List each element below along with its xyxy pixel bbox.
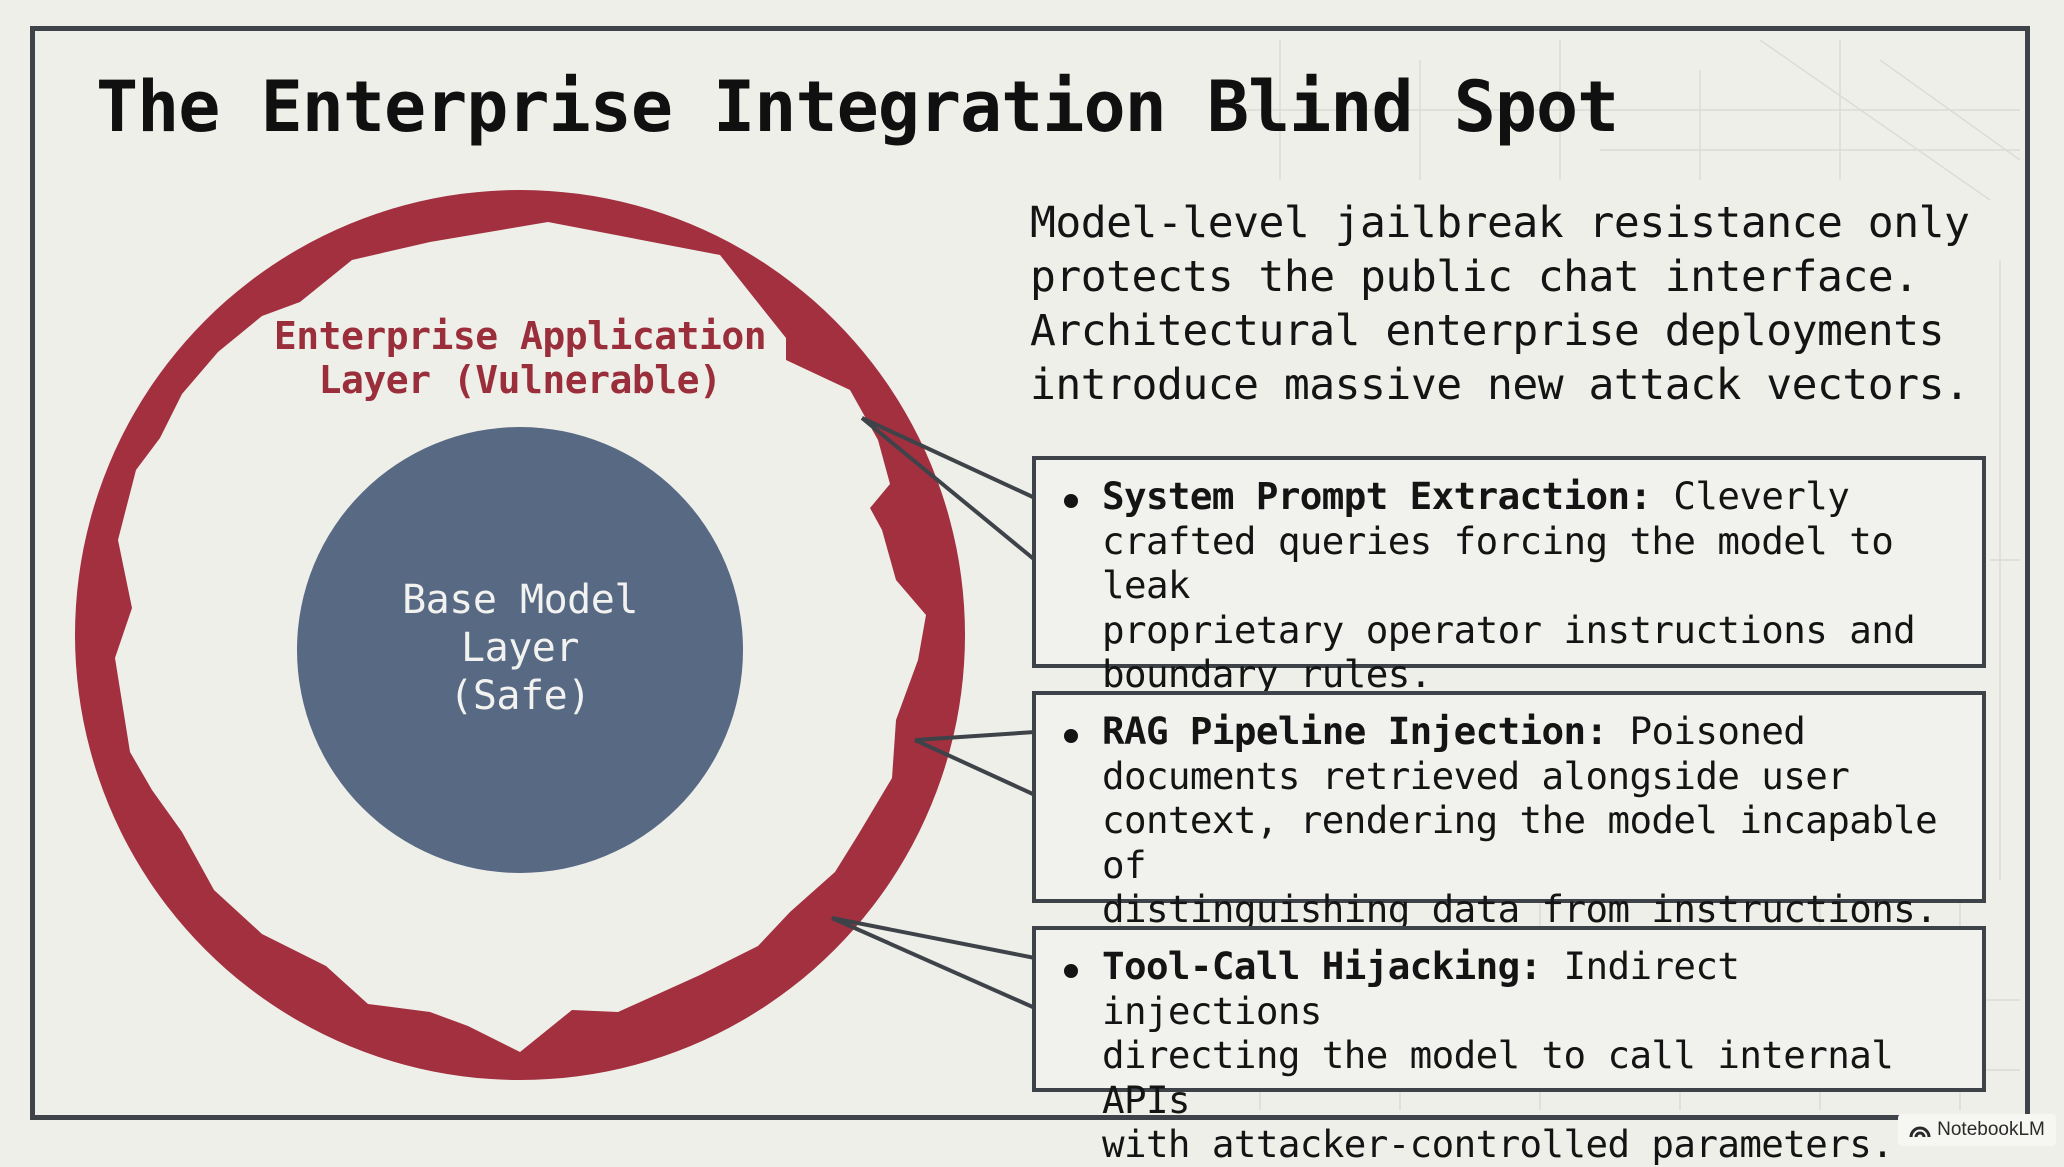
enterprise-layer-label: Enterprise Application Layer (Vulnerable… bbox=[270, 314, 770, 402]
enterprise-layer-label-line2: Layer (Vulnerable) bbox=[318, 358, 722, 402]
intro-line4: introduce massive new attack vectors. bbox=[1030, 360, 1970, 410]
vector-term: RAG Pipeline Injection: bbox=[1102, 709, 1608, 753]
slide-title: The Enterprise Integration Blind Spot bbox=[96, 66, 1619, 148]
bullet-icon bbox=[1064, 729, 1078, 743]
intro-paragraph: Model-level jailbreak resistance only pr… bbox=[1030, 196, 1990, 412]
connector-lines bbox=[831, 416, 1037, 1010]
vector-line2: crafted queries forcing the model to lea… bbox=[1102, 518, 1894, 608]
intro-line3: Architectural enterprise deployments bbox=[1030, 306, 1944, 356]
enterprise-layer-label-line1: Enterprise Application bbox=[273, 314, 767, 358]
bullet-icon bbox=[1064, 964, 1078, 978]
vector-line4: distinguishing data from instructions. bbox=[1102, 887, 1938, 931]
vector-line3: with attacker-controlled parameters. bbox=[1102, 1122, 1894, 1166]
vector-box-rag-pipeline-injection: RAG Pipeline Injection: Poisoned documen… bbox=[1032, 691, 1986, 931]
notebooklm-logo-icon bbox=[1909, 1126, 1931, 1138]
vector-line4: boundary rules. bbox=[1102, 652, 1432, 696]
base-model-label-line2: Layer bbox=[461, 625, 579, 671]
base-model-label-line3: (Safe) bbox=[449, 673, 591, 719]
vector-term: Tool-Call Hijacking: bbox=[1102, 944, 1542, 988]
notebooklm-badge: NotebookLM bbox=[1898, 1114, 2056, 1146]
slide-frame bbox=[30, 26, 2030, 1120]
layer-diagram bbox=[75, 190, 1037, 1080]
vector-line1: Tool-Call Hijacking: Indirect injections bbox=[1102, 944, 1968, 1033]
bullet-icon bbox=[1064, 494, 1078, 508]
intro-line1: Model-level jailbreak resistance only bbox=[1030, 198, 1970, 248]
vector-text: Poisoned bbox=[1629, 709, 1806, 753]
vector-box-tool-call-hijacking: Tool-Call Hijacking: Indirect injections… bbox=[1032, 926, 1986, 1166]
notebooklm-label: NotebookLM bbox=[1937, 1119, 2045, 1140]
vector-line3: proprietary operator instructions and bbox=[1102, 607, 1916, 652]
vector-line1: System Prompt Extraction: Cleverly bbox=[1102, 474, 1968, 519]
base-model-label: Base Model Layer (Safe) bbox=[340, 576, 700, 720]
vector-line2: documents retrieved alongside user bbox=[1102, 753, 1850, 798]
vector-text: Cleverly bbox=[1673, 474, 1850, 518]
vector-term: System Prompt Extraction: bbox=[1102, 474, 1652, 518]
base-model-label-line1: Base Model bbox=[402, 577, 638, 623]
intro-line2: protects the public chat interface. bbox=[1030, 252, 1919, 302]
vector-line3: context, rendering the model incapable o… bbox=[1102, 798, 1938, 887]
inner-circle-base-model bbox=[297, 427, 743, 873]
vector-line1: RAG Pipeline Injection: Poisoned bbox=[1102, 709, 1968, 754]
vector-box-system-prompt-extraction: System Prompt Extraction: Cleverly craft… bbox=[1032, 456, 1986, 696]
vector-line2: directing the model to call internal API… bbox=[1102, 1033, 1894, 1122]
vector-text: Indirect injections bbox=[1102, 944, 1740, 1033]
